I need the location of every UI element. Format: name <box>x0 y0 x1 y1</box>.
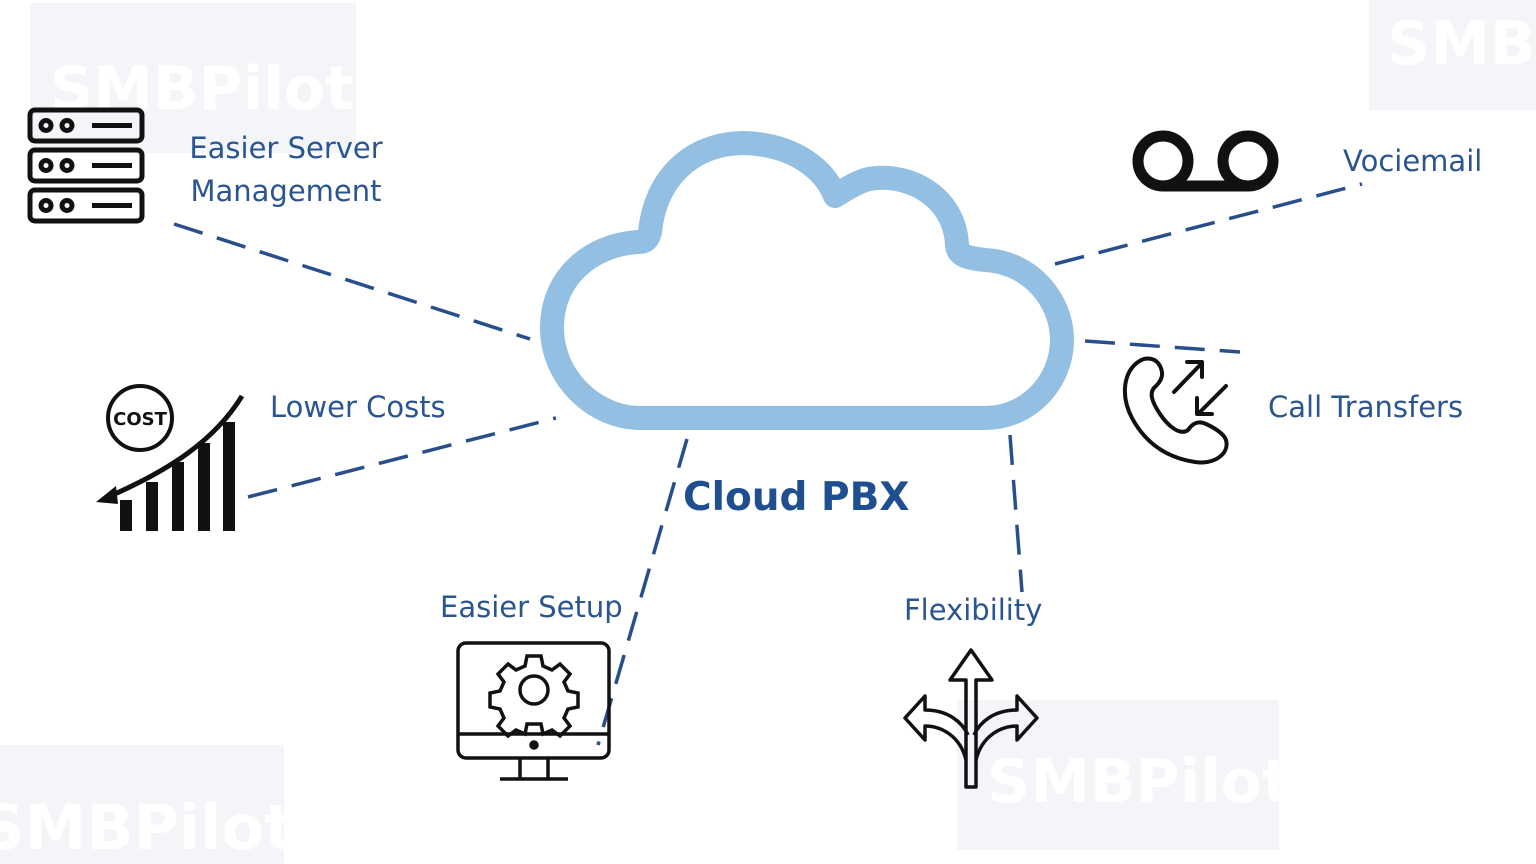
watermark-top-left: SMBPilot <box>30 3 356 153</box>
label-server-line2: Management <box>190 174 382 208</box>
cloud-pbx-title: Cloud PBX <box>683 475 910 520</box>
watermark-text-top-right: SMB <box>1387 9 1536 79</box>
label-easier-setup: Easier Setup <box>440 590 623 624</box>
watermark-text-bottom-right: SMBPilot <box>987 747 1279 817</box>
monitor-gear-icon <box>456 641 611 781</box>
cost-chart-icon: COST <box>96 384 245 531</box>
phone-transfer-icon <box>1122 356 1229 465</box>
connector-voicemail <box>1054 182 1363 266</box>
voicemail-icon <box>1132 130 1279 192</box>
label-server-line1: Easier Server <box>189 131 383 165</box>
split-arrows-icon <box>903 648 1039 789</box>
connector-flexibility <box>1008 434 1024 593</box>
cloud-shape <box>540 131 1074 430</box>
watermark-bottom-left: SMBPilot <box>0 745 284 864</box>
label-voicemail: Vociemail <box>1343 144 1483 178</box>
label-easier-server-management: Easier Server Management <box>172 127 400 213</box>
watermark-text-bottom-left: SMBPilot <box>0 791 284 864</box>
connector-setup <box>596 438 689 746</box>
label-lower-costs: Lower Costs <box>270 390 446 424</box>
connector-lines <box>173 182 1363 746</box>
connector-costs <box>247 416 557 499</box>
label-call-transfers: Call Transfers <box>1268 390 1464 424</box>
connector-server <box>173 222 531 341</box>
cost-badge-text: COST <box>113 409 167 430</box>
connector-transfers <box>1084 339 1241 354</box>
label-flexibility: Flexibility <box>904 593 1043 627</box>
server-rack-icon <box>27 107 145 224</box>
watermark-top-right: SMB <box>1369 0 1536 110</box>
